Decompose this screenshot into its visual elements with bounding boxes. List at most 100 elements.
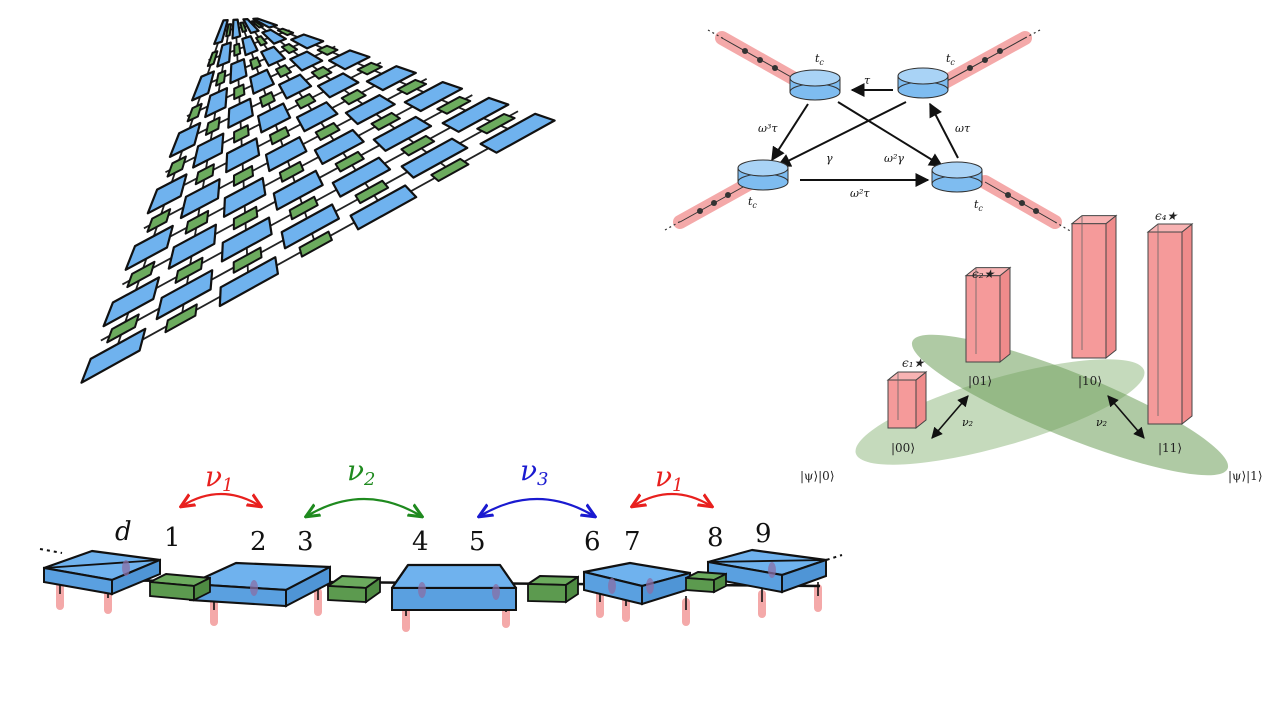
coupling-label-2: ν2 bbox=[347, 454, 375, 490]
lattice-coupler bbox=[232, 165, 254, 187]
lattice-coupler bbox=[354, 179, 390, 205]
plate-d1 bbox=[42, 549, 162, 596]
lattice-site bbox=[249, 68, 275, 95]
tc-label-top-right: tc bbox=[946, 52, 955, 67]
lattice-site bbox=[227, 97, 254, 129]
lattice-coupler bbox=[233, 83, 246, 101]
energy-bar-3 bbox=[1070, 214, 1118, 360]
lattice-site bbox=[242, 18, 260, 35]
plate-dots bbox=[122, 560, 776, 600]
lattice-site bbox=[290, 33, 325, 50]
bar-blocks bbox=[886, 214, 1194, 430]
lattice-site bbox=[365, 65, 417, 92]
edge-label-bottom: ω²τ bbox=[850, 187, 870, 200]
coupler-78 bbox=[685, 571, 727, 594]
site-label-7: 7 bbox=[624, 527, 641, 557]
coupling-arrow-3 bbox=[480, 497, 594, 516]
lattice-site bbox=[403, 80, 464, 113]
coupling-arrow-1 bbox=[182, 492, 260, 506]
eps4-label: ϵ₄★ bbox=[1155, 209, 1179, 223]
lattice-coupler bbox=[278, 160, 305, 183]
arrow-left bbox=[771, 103, 809, 162]
plate-89 bbox=[706, 548, 828, 594]
site-label-3: 3 bbox=[297, 527, 314, 557]
lattice-site bbox=[102, 276, 161, 328]
lattice-site bbox=[479, 112, 556, 154]
chain-end-left bbox=[39, 548, 63, 554]
state-10: |10⟩ bbox=[1078, 374, 1102, 388]
edge-label-left: ω³τ bbox=[758, 122, 778, 135]
lattice-site bbox=[441, 96, 510, 133]
lattice-site bbox=[204, 86, 229, 119]
lattice-site bbox=[146, 173, 188, 215]
lattice-site bbox=[400, 137, 469, 179]
lattice-site bbox=[260, 45, 286, 67]
site-label-5: 5 bbox=[469, 527, 486, 557]
coupled-chain: ν1 ν2 ν3 ν1 d 1 2 3 4 5 6 7 8 9 bbox=[39, 454, 843, 632]
edge-label-right: ωτ bbox=[955, 122, 971, 135]
lattice-coupler bbox=[340, 88, 367, 106]
lattice-site bbox=[220, 216, 273, 263]
lattice-site bbox=[225, 137, 261, 174]
lattice-site bbox=[316, 72, 360, 99]
lattice-coupler bbox=[225, 23, 233, 38]
lattice-site bbox=[179, 178, 221, 220]
lattice-site bbox=[216, 41, 232, 68]
lattice-coupler bbox=[255, 35, 268, 47]
lattice-coupler bbox=[334, 150, 365, 173]
lattice-site bbox=[257, 102, 292, 134]
lattice-site bbox=[213, 19, 229, 46]
lattice-coupler bbox=[259, 91, 276, 108]
site-label-6: 6 bbox=[584, 527, 601, 557]
nu2-left: ν₂ bbox=[962, 416, 973, 429]
lattice-coupler bbox=[233, 124, 250, 144]
lattice-coupler bbox=[275, 64, 292, 78]
site-label-4: 4 bbox=[412, 527, 429, 557]
lattice-site bbox=[231, 18, 242, 40]
lattice-coupler bbox=[126, 260, 156, 289]
edge-label-diag-right: ω²γ bbox=[884, 152, 904, 165]
lattice-coupler bbox=[194, 163, 215, 186]
lattice-site bbox=[229, 58, 248, 85]
lattice-coupler bbox=[370, 111, 401, 131]
coupling-arrow-4 bbox=[633, 492, 711, 506]
lattice-coupler bbox=[430, 157, 470, 182]
lattice-coupler bbox=[280, 43, 299, 55]
lattice-coupler bbox=[476, 113, 516, 135]
lattice-coupler bbox=[288, 195, 319, 221]
state-00: |00⟩ bbox=[891, 441, 915, 455]
lattice-coupler bbox=[146, 208, 172, 233]
perspective-lattice bbox=[80, 17, 556, 384]
tc-label-bottom-left: tc bbox=[748, 195, 757, 210]
lattice-coupler bbox=[316, 44, 339, 56]
lattice-coupler bbox=[251, 20, 264, 29]
energy-bar-4 bbox=[1146, 222, 1194, 426]
coupling-label-1: ν1 bbox=[205, 460, 233, 496]
lattice-coupler bbox=[166, 155, 187, 178]
arrow-00-01 bbox=[931, 395, 969, 439]
lead-top-left bbox=[707, 29, 807, 89]
lattice-coupler bbox=[249, 56, 262, 71]
lattice-site bbox=[280, 203, 340, 250]
lattice-coupler bbox=[186, 102, 203, 123]
lattice-site bbox=[295, 101, 339, 133]
arrow-10-11 bbox=[1107, 395, 1145, 439]
lattice-coupler bbox=[206, 50, 219, 68]
lattice-site bbox=[168, 121, 202, 158]
energy-bar-diagram: |00⟩ |01⟩ |10⟩ |11⟩ ν₂ ν₂ ϵ₁★ ϵ₂★ ϵ₄★ |ψ… bbox=[800, 209, 1263, 483]
tc-label-bottom-right: tc bbox=[974, 198, 983, 213]
energy-bar-2 bbox=[964, 266, 1012, 364]
edge-label-top: τ bbox=[864, 74, 871, 87]
lattice-coupler bbox=[232, 205, 259, 231]
lattice-site bbox=[167, 223, 217, 270]
energy-bar-1 bbox=[886, 370, 928, 430]
lattice-site bbox=[191, 70, 215, 102]
lattice-site bbox=[349, 184, 418, 231]
eps2-label: ϵ₂★ bbox=[972, 267, 996, 281]
lead-bottom-right bbox=[978, 175, 1073, 233]
coupling-arrow-2 bbox=[307, 497, 421, 516]
lead-top-right bbox=[938, 29, 1041, 89]
site-label-1: 1 bbox=[164, 523, 181, 553]
lattice-coupler bbox=[396, 78, 428, 96]
